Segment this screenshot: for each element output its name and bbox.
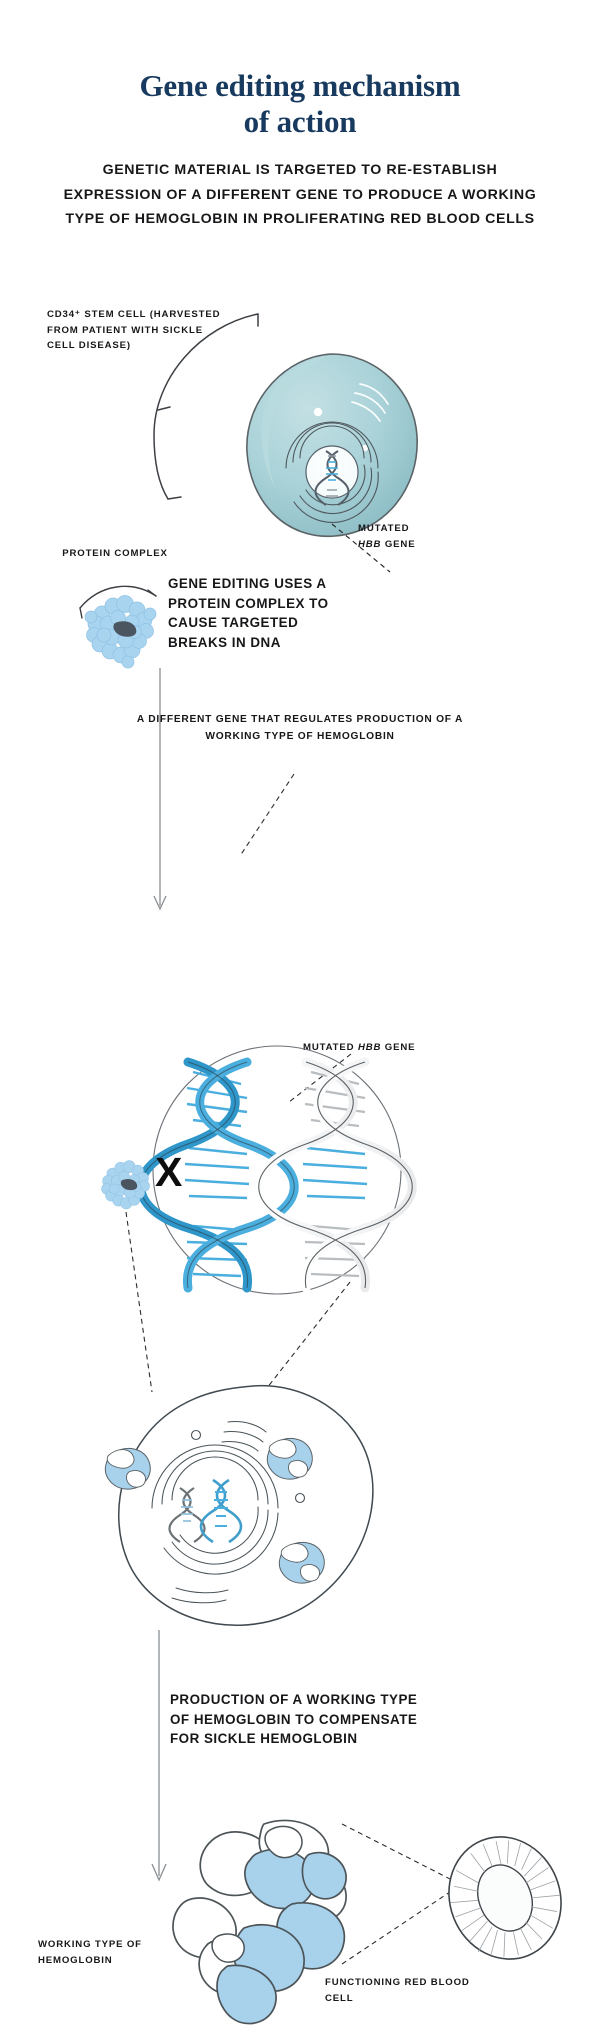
protein-complex-pointer-arc <box>79 585 157 619</box>
page-title-line2: of action <box>243 104 357 140</box>
mutated-hbb-inline-suffix: GENE <box>381 1042 416 1053</box>
stem-cell-pointer-bracket <box>153 313 259 500</box>
protein-complex-illustration <box>84 595 157 669</box>
page-subtitle: GENETIC MATERIAL IS TARGETED TO RE-ESTAB… <box>63 162 537 228</box>
hemoglobin-molecule <box>104 1448 151 1490</box>
mutated-hbb-gene-label: MUTATED HBB GENE <box>358 521 488 552</box>
page-title-line1: Gene editing mechanism <box>139 68 461 103</box>
edited-nucleus-helix-blue <box>199 1478 243 1544</box>
working-hemoglobin-illustration <box>172 1819 347 2025</box>
break-to-cell-leader-line <box>125 1211 153 1393</box>
mutated-gene-leader-line <box>331 523 391 573</box>
mutated-hbb-inline-leader-line <box>288 1053 352 1103</box>
protein-complex-at-break-illustration <box>101 1160 150 1210</box>
stem-cell-illustration <box>246 353 418 537</box>
stem-cell-label: CD34⁺ STEM CELL (HARVESTED FROM PATIENT … <box>47 309 221 352</box>
nucleus-dna-helix <box>314 450 350 506</box>
gene-symbol-hbb-inline: HBB <box>357 1042 382 1053</box>
dna-break-cross-mark: X <box>155 1149 183 1195</box>
dna-helix-mutated <box>254 1057 417 1293</box>
circle-to-cell-leader-line <box>255 1281 351 1403</box>
edited-cell-illustration <box>104 1384 374 1626</box>
functioning-red-blood-cell-label: FUNCTIONING RED BLOOD CELL <box>325 1977 470 2004</box>
mutated-hbb-gene-inline-label: MUTATED HBB GENE <box>303 1040 483 1056</box>
mutated-hbb-gene-label-suffix: GENE <box>381 538 416 550</box>
hemoglobin-molecule <box>266 1438 313 1480</box>
protein-to-dna-connector <box>153 668 167 911</box>
cell-to-production-arrow <box>151 1630 167 1882</box>
protein-complex-label: PROTEIN COMPLEX <box>62 548 168 559</box>
different-gene-description: A DIFFERENT GENE THAT REGULATES PRODUCTI… <box>136 714 464 742</box>
red-blood-cell-illustration <box>448 1836 562 1960</box>
gene-symbol-hbb: HBB <box>358 538 382 550</box>
gene-editing-description: GENE EDITING USES A PROTEIN COMPLEX TO C… <box>168 576 329 651</box>
dna-comparison-scene <box>136 1045 417 1295</box>
production-description: PRODUCTION OF A WORKING TYPE OF HEMOGLOB… <box>170 1692 418 1747</box>
working-hemoglobin-label: WORKING TYPE OF HEMOGLOBIN <box>38 1939 142 1966</box>
mutated-hbb-gene-label-line1: MUTATED <box>358 523 410 534</box>
edited-nucleus-helix-gray <box>168 1487 206 1543</box>
hemoglobin-molecule <box>278 1542 325 1584</box>
page-title: Gene editing mechanism of action <box>0 68 600 141</box>
mutated-hbb-inline-prefix: MUTATED <box>303 1042 358 1053</box>
hemoglobin-to-rbc-leader-line <box>341 1823 457 1965</box>
different-gene-leader-line <box>239 773 295 857</box>
